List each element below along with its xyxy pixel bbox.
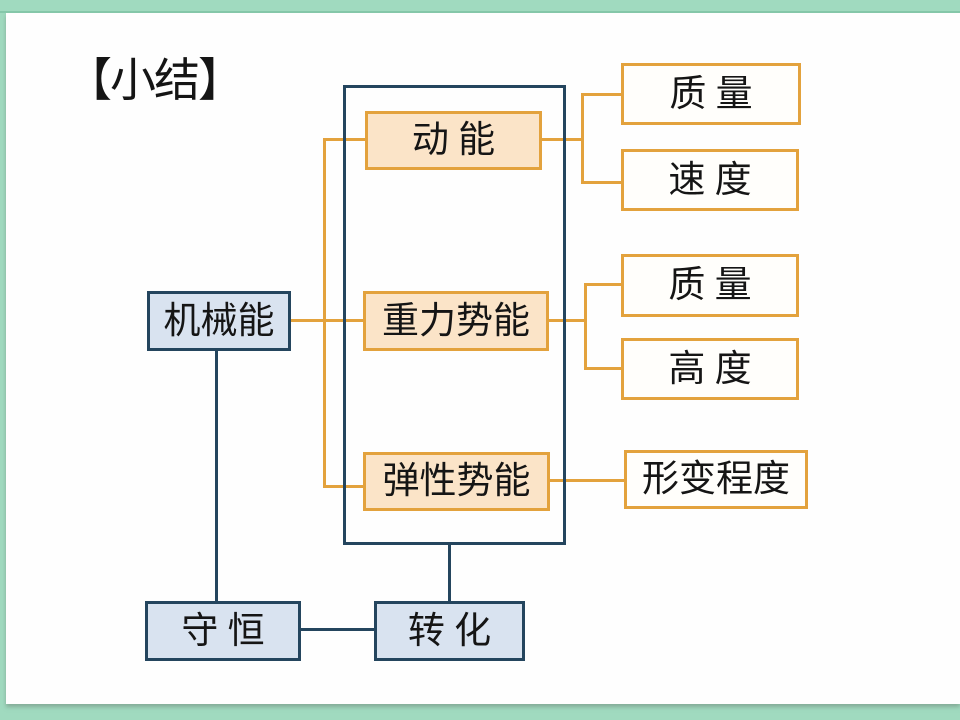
node-elastic-potential-energy: 弹性势能 bbox=[363, 452, 550, 511]
connector-to-mass-2 bbox=[584, 283, 622, 286]
energy-types-frame bbox=[343, 85, 566, 545]
top-green-band bbox=[0, 0, 960, 13]
connector-elastic-to-deformation bbox=[548, 479, 625, 482]
node-speed: 速 度 bbox=[621, 149, 799, 211]
connector-conservation-to-transformation bbox=[300, 628, 375, 631]
node-height: 高 度 bbox=[621, 338, 799, 400]
connector-mechanical-to-gravitational bbox=[289, 319, 365, 322]
connector-kinetic-bracket bbox=[581, 93, 584, 184]
node-mechanical-energy: 机械能 bbox=[147, 291, 291, 351]
connector-branch-vertical bbox=[323, 138, 326, 488]
connector-kinetic-out bbox=[540, 138, 583, 141]
node-conservation: 守 恒 bbox=[145, 601, 301, 661]
connector-frame-to-transformation bbox=[448, 543, 451, 603]
node-mass-1: 质 量 bbox=[621, 63, 801, 125]
node-gravitational-potential-energy: 重力势能 bbox=[363, 291, 549, 351]
connector-to-speed bbox=[581, 181, 622, 184]
slide-title: 【小结】 bbox=[66, 55, 244, 106]
connector-to-mass-1 bbox=[581, 93, 622, 96]
node-mass-2: 质 量 bbox=[621, 254, 799, 317]
node-transformation: 转 化 bbox=[374, 601, 525, 661]
connector-gravitational-out bbox=[547, 319, 587, 322]
node-kinetic-energy: 动 能 bbox=[365, 111, 542, 170]
connector-mechanical-to-conservation bbox=[215, 349, 218, 603]
node-deformation-degree: 形变程度 bbox=[624, 450, 808, 509]
connector-to-height bbox=[584, 367, 622, 370]
connector-gravitational-bracket bbox=[584, 283, 587, 370]
